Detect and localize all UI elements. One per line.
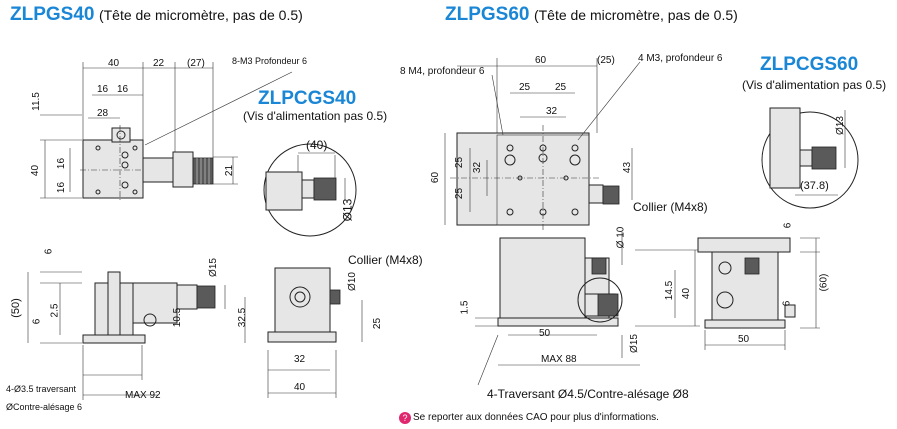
footnote: Se reporter aux données CAO pour plus d'… [413,412,659,423]
zlpgs40-top-view [40,62,293,202]
dim-21: 21 [224,164,236,177]
right-tapped-note-2: 4 M3, profondeur 6 [638,53,723,64]
left-collar-label: Collier (M4x8) [348,253,423,267]
dim-16-v1: 16 [56,157,68,170]
dim-r-d15: Ø15 [628,334,640,353]
zlpgs60-top-view [444,58,641,232]
dim-r-d13: Ø13 [834,116,846,135]
dim-r50: 50 [539,328,551,339]
dim-detail-40: (40) [306,138,328,152]
right-collar-label: Collier (M4x8) [633,200,708,214]
dim-d10: Ø10 [346,272,358,291]
dim-r60: 60 [535,55,547,66]
dim-r25a: 25 [519,82,531,93]
right-model: ZLPGS60 [445,4,530,25]
zlpgs40-front-view [27,271,246,400]
left-model: ZLPGS40 [10,4,95,25]
dim-r1-5: 1.5 [459,300,471,315]
left-subtitle: (Tête de micromètre, pas de 0.5) [98,7,303,23]
dim-r25-ref: (25) [597,55,615,66]
dim-r60-vertical: 60 [430,171,442,184]
dim-16a: 16 [97,84,109,95]
right-variant-sub: (Vis d'alimentation pas 0.5) [742,78,887,92]
left-variant-model: ZLPCGS40 [258,88,357,109]
right-title: ZLPGS60 (Tête de micromètre, pas de 0.5) [445,4,738,26]
dim-11-5: 11.5 [30,92,42,111]
right-hole-note: 4-Traversant Ø4.5/Contre-alésage Ø8 [487,387,689,401]
left-max: MAX 92 [125,390,161,401]
dim-r14-5: 14.5 [664,280,676,301]
info-icon: ? [399,412,411,424]
dim-40-horizontal: 40 [294,382,306,393]
dim-6b: 6 [31,318,43,325]
dim-r-d10: Ø 10 [615,226,627,249]
dim-r32-v: 32 [472,161,484,174]
left-variant-sub: (Vis d'alimentation pas 0.5) [243,109,388,123]
right-subtitle: (Tête de micromètre, pas de 0.5) [533,7,738,23]
dim-16b: 16 [117,84,129,95]
dim-r43: 43 [622,161,634,174]
dim-r25-v1: 25 [454,156,466,169]
right-max: MAX 88 [541,354,577,365]
left-hole-note-2: ØContre-alésage 6 [6,402,83,412]
dim-16-v2: 16 [56,181,68,194]
dim-r25-v2: 25 [454,187,466,200]
dim-d15: Ø15 [207,258,219,277]
dim-2-5: 2.5 [49,303,61,318]
svg-text:?: ? [402,413,407,423]
dim-r60-paren: (60) [818,273,830,292]
zlpgs60-side-view [697,237,820,350]
right-variant-model: ZLPCGS60 [760,54,859,75]
dim-r6a: 6 [782,222,794,229]
zlpgs40-side-view [267,267,363,398]
zlpgs60-front-view [475,232,700,386]
dim-10-5: 10.5 [172,307,184,328]
dim-6: 6 [43,248,55,255]
dim-32: 32 [294,354,306,365]
dim-32-5: 32.5 [237,307,249,328]
right-tapped-note-1: 8 M4, profondeur 6 [400,66,485,77]
dim-r37-8: (37.8) [800,180,829,192]
dim-28: 28 [97,108,109,119]
dim-r32: 32 [546,106,558,117]
dim-40: 40 [108,58,120,69]
dim-40-vertical: 40 [30,164,42,177]
left-title: ZLPGS40 (Tête de micromètre, pas de 0.5) [10,4,303,26]
dim-27: (27) [187,58,205,69]
dim-50: (50) [9,298,22,318]
dim-22: 22 [153,58,165,69]
dim-r50b: 50 [738,334,750,345]
left-hole-note-1: 4-Ø3.5 traversant [6,384,77,394]
dim-r25b: 25 [555,82,567,93]
dim-detail-d13: Ø13 [340,198,355,222]
zlpcgs60-detail-circle [761,107,859,209]
dim-25: 25 [372,317,384,330]
left-tapped-note: 8-M3 Profondeur 6 [232,56,308,66]
dim-r40: 40 [681,287,693,300]
dim-r6b: 6 [781,300,793,307]
zlpcgs40-detail-circle [263,143,357,237]
